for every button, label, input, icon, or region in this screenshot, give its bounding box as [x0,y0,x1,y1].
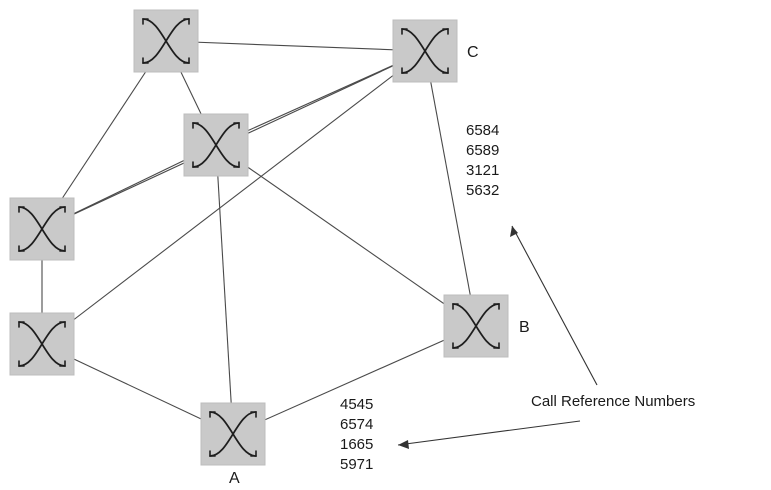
link-n-top-left-n-c [165,40,426,52]
link-n-c-n-b [424,50,477,327]
call-ref-number: 3121 [466,162,500,179]
switch-n-left-upper[interactable] [9,197,75,261]
call-ref-number: 5971 [340,456,374,473]
call-ref-number: 1665 [340,436,374,453]
links-layer [41,40,477,435]
call-ref-list-a-b: 4545 6574 1665 5971 [340,395,373,475]
call-ref-number: 6584 [466,122,500,139]
call-ref-number: 6574 [340,416,374,433]
switch-b-label: B [519,319,530,336]
switch-icon [401,28,449,74]
switch-icon [209,411,257,457]
switch-icon [142,18,190,64]
switch-icon [452,303,500,349]
switch-box [133,9,199,73]
switch-n-top-left[interactable] [133,9,199,73]
switch-n-c[interactable] [392,19,458,83]
switch-icon [18,321,66,367]
arrowhead-refs-cb [510,226,518,237]
call-ref-number: 6589 [466,142,500,159]
link-n-a-n-b [232,325,477,435]
switch-n-center[interactable] [183,113,249,177]
switch-n-b[interactable] [443,294,509,358]
annotation-arrows [397,225,598,449]
link-n-center-n-a [215,144,234,435]
switch-box [443,294,509,358]
switch-icon [192,122,240,168]
call-reference-annotation: Call Reference Numbers [531,393,696,410]
switch-a-label: A [229,470,240,487]
call-ref-list-c-b: 6584 6589 3121 5632 [466,121,499,201]
switch-icon [18,206,66,252]
arrow-to-refs-cb [511,225,598,386]
call-ref-number: 4545 [340,396,374,413]
arrowhead-refs-ab [398,440,409,449]
switch-n-a[interactable] [200,402,266,466]
switches-layer [9,9,509,466]
switch-c-label: C [467,44,479,61]
switch-n-left-lower[interactable] [9,312,75,376]
call-ref-number: 5632 [466,182,500,199]
link-n-center-n-b [215,144,477,327]
link-n-c-n-left-lower [41,50,426,345]
arrow-to-refs-ab [397,420,581,446]
